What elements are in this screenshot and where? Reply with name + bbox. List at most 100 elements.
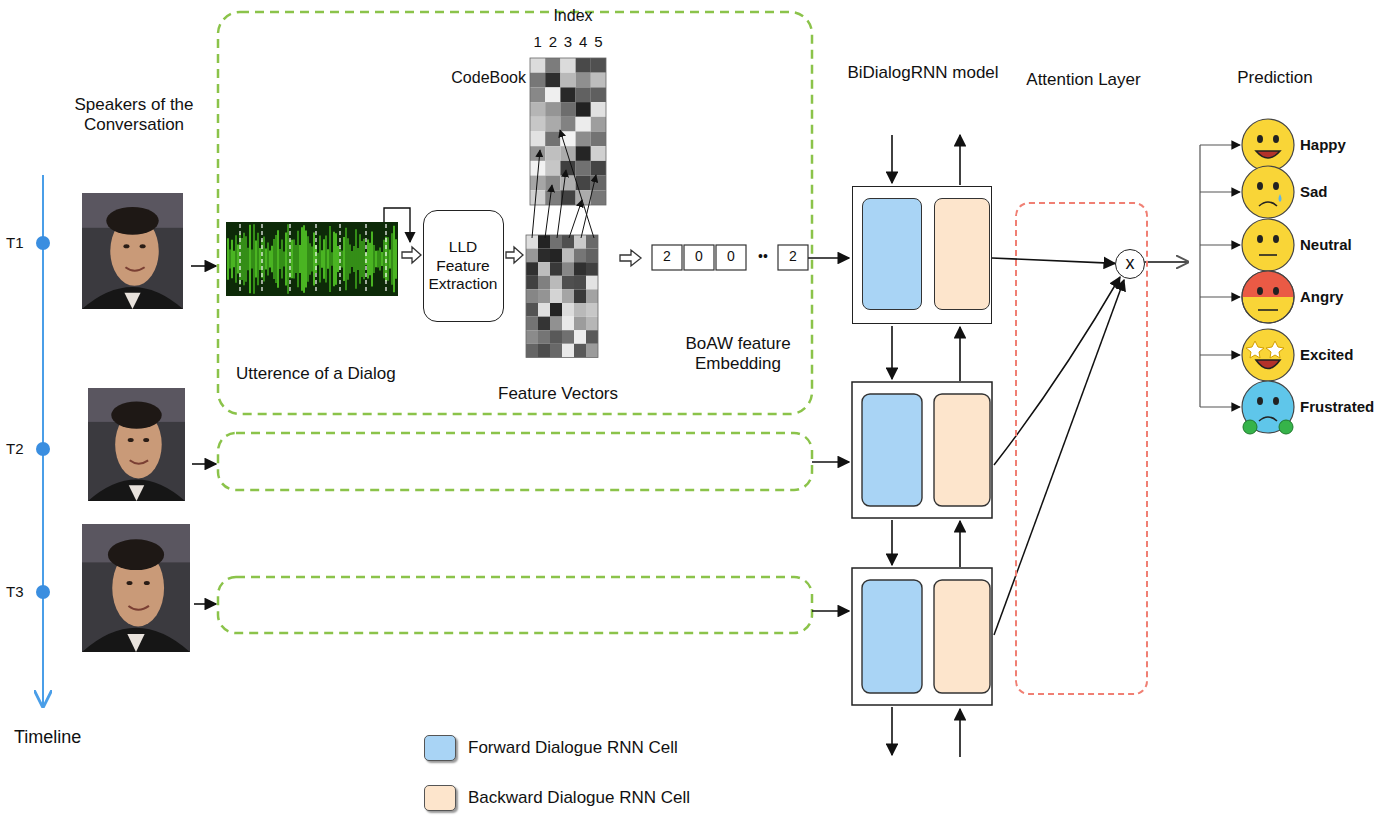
- codebook-cell: [560, 87, 575, 102]
- mouth: [130, 460, 148, 463]
- feature-cell: [586, 235, 598, 249]
- class-label: Happy: [1300, 136, 1380, 154]
- emoji-outline: [1242, 271, 1294, 323]
- frame-marker: [365, 224, 366, 294]
- layer-heading: BiDialogRNN model: [828, 63, 1018, 83]
- waveform-bar: [307, 236, 309, 281]
- caption-label: Utterence of a Dialog: [236, 364, 456, 384]
- feature-cell: [538, 262, 550, 276]
- feature-cell: [550, 249, 562, 263]
- emoji-eye: [1273, 135, 1279, 143]
- vector-value: ••: [748, 248, 778, 265]
- caption-label: Timeline: [14, 727, 124, 749]
- waveform-bar: [369, 243, 371, 275]
- waveform-bar: [285, 233, 287, 286]
- waveform-bar: [227, 238, 229, 279]
- bracket-line: [1200, 191, 1240, 192]
- waveform-bar: [233, 251, 235, 268]
- emoji-eye: [1273, 235, 1279, 243]
- waveform-bar: [353, 246, 355, 272]
- feature-cell: [562, 262, 574, 276]
- vector-cell: [684, 245, 714, 270]
- waveform-bar: [367, 239, 369, 278]
- waveform-bar: [311, 247, 313, 272]
- feature-cell-frame: [526, 235, 598, 357]
- arrow: [959, 521, 961, 567]
- legend-label: Backward Dialogue RNN Cell: [468, 788, 690, 808]
- caption-label: 3: [561, 33, 575, 51]
- codebook-cell: [576, 58, 591, 73]
- codebook-cell: [530, 117, 545, 132]
- feature-cell: [586, 303, 598, 317]
- emoji-eye: [1257, 287, 1263, 295]
- feature-cell: [586, 249, 598, 263]
- waveform-bar: [229, 250, 231, 269]
- codebook-cell: [591, 102, 606, 117]
- lookup-arrow: [532, 150, 540, 238]
- feature-cell: [574, 276, 586, 290]
- waveform-bar: [329, 226, 331, 292]
- waveform-bar: [383, 240, 385, 278]
- waveform-bar: [231, 240, 233, 279]
- generated-art: [82, 58, 1294, 652]
- feature-cell: [526, 249, 538, 263]
- timeline-axis: [42, 175, 44, 706]
- forward-cell: [862, 198, 922, 310]
- feature-cell: [586, 289, 598, 303]
- codebook-cell: [560, 58, 575, 73]
- waveform-bar: [323, 239, 325, 278]
- frame-marker: [385, 224, 386, 294]
- class-label: Angry: [1300, 288, 1380, 306]
- feature-cell: [574, 303, 586, 317]
- suit: [82, 287, 183, 309]
- attention-arrow: [994, 280, 1124, 635]
- waveform-bar: [265, 248, 267, 269]
- feature-cell: [586, 330, 598, 344]
- codebook-cell: [545, 73, 560, 88]
- arrow: [812, 610, 849, 612]
- emoji-mouth: [1259, 254, 1277, 256]
- arrow: [812, 461, 849, 463]
- codebook-cell: [530, 146, 545, 161]
- emoji-eye: [1257, 235, 1263, 243]
- codebook-cell: [530, 132, 545, 147]
- waveform-bar: [259, 248, 261, 270]
- suit: [88, 480, 185, 501]
- waveform-bar: [305, 231, 307, 288]
- feature-cell: [526, 344, 538, 358]
- lookup-arrow: [560, 130, 594, 238]
- codebook-cell: [576, 132, 591, 147]
- feature-cell: [550, 330, 562, 344]
- legend-swatch: [424, 785, 456, 811]
- caption-label: CodeBook: [436, 68, 526, 87]
- waveform-bar: [281, 239, 283, 278]
- vector-value: 0: [716, 248, 746, 265]
- waveform-bar: [273, 239, 275, 279]
- arrow: [891, 707, 893, 755]
- feature-cell: [574, 289, 586, 303]
- feature-cell: [574, 330, 586, 344]
- caption-label: Feature Vectors: [498, 384, 648, 404]
- eye: [127, 581, 133, 585]
- vector-value: 0: [684, 248, 714, 265]
- hair: [111, 402, 161, 429]
- waveform-bar: [327, 249, 329, 269]
- mouth: [125, 267, 144, 270]
- vector-cell: [778, 245, 808, 270]
- feature-cell: [538, 276, 550, 290]
- backward-cell: [934, 394, 990, 506]
- emoji-face: [1242, 381, 1294, 433]
- hair: [108, 539, 164, 570]
- waveform-bar: [317, 253, 319, 265]
- codebook-cell: [560, 102, 575, 117]
- feature-cell: [526, 317, 538, 331]
- feature-cell: [550, 344, 562, 358]
- waveform-bar: [309, 243, 311, 274]
- feature-cell: [550, 262, 562, 276]
- speaker-photo: [82, 193, 183, 309]
- caption-label: T2: [6, 440, 34, 458]
- bracket-line: [1200, 244, 1240, 245]
- waveform-bar: [253, 224, 255, 293]
- bracket-line: [1200, 144, 1240, 145]
- feature-cell: [538, 344, 550, 358]
